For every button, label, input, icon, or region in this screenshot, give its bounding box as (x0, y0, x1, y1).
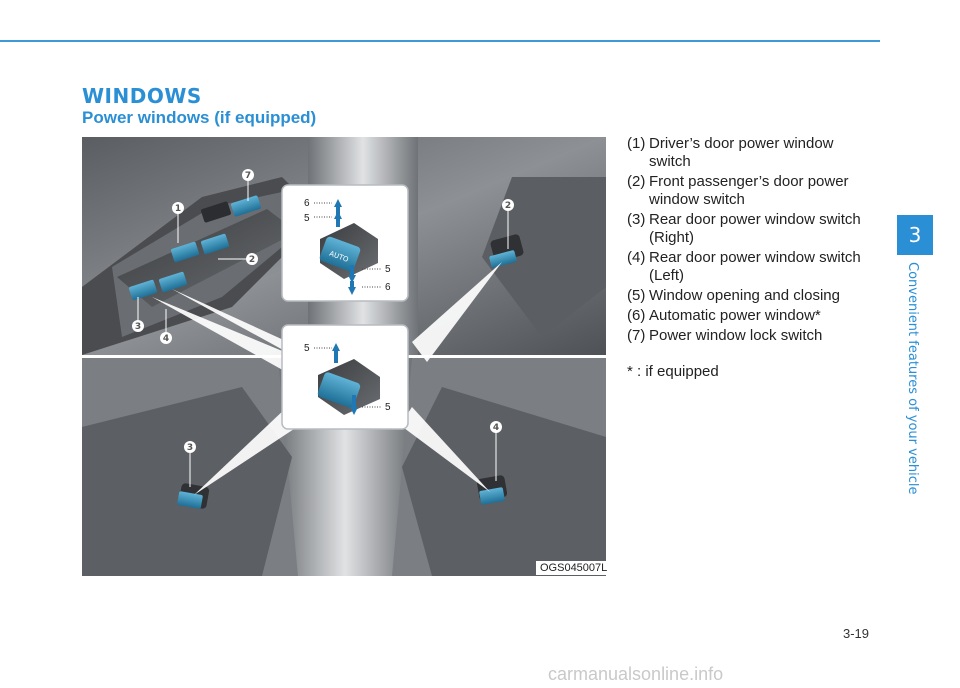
legend-item: (4)Rear door power window switch (Left) (627, 249, 877, 285)
legend-item: (3)Rear door power window switch (Right) (627, 211, 877, 247)
footnote: * : if equipped (627, 363, 719, 380)
zoom-label-6-top: 6 (304, 198, 310, 209)
legend-number: (1) (627, 135, 646, 152)
callout-2-driver: 2 (249, 255, 255, 265)
callout-2-passenger: 2 (505, 201, 511, 211)
callout-3-rear: 3 (187, 443, 193, 453)
zoom-label-5-bottom: 5 (385, 264, 391, 275)
zoom-bottom-label-5-top: 5 (304, 343, 310, 354)
legend-number: (5) (627, 287, 646, 304)
chapter-tab: 3 (897, 215, 933, 255)
top-rule (0, 40, 880, 42)
legend-number: (6) (627, 307, 646, 324)
figure-code: OGS045007L (536, 561, 612, 575)
legend-item: (5)Window opening and closing (627, 287, 877, 305)
legend-item: (7)Power window lock switch (627, 327, 877, 345)
legend-number: (3) (627, 211, 646, 228)
legend-text: Rear door power window switch (Left) (649, 249, 861, 284)
zoom-bottom-label-5-bottom: 5 (385, 402, 391, 413)
legend-number: (2) (627, 173, 646, 190)
zoom-label-6-bottom: 6 (385, 282, 391, 293)
callout-3-driver: 3 (135, 322, 141, 332)
callout-4-driver: 4 (163, 334, 169, 344)
legend-item: (1)Driver’s door power window switch (627, 135, 877, 171)
legend-number: (7) (627, 327, 646, 344)
section-title: WINDOWS (82, 84, 202, 108)
door-switch-illustration: AUTO 6 5 5 6 5 5 (82, 137, 606, 576)
zoom-label-5-top: 5 (304, 213, 310, 224)
page-number: 3-19 (843, 626, 870, 641)
callout-4-rear: 4 (493, 423, 499, 433)
legend-text: Power window lock switch (649, 327, 823, 344)
callout-1: 1 (175, 204, 181, 214)
legend-text: Automatic power window* (649, 307, 821, 324)
legend-item: (2)Front passenger’s door power window s… (627, 173, 877, 209)
chapter-title: Convenient features of your vehicle (905, 262, 920, 495)
subsection-title: Power windows (if equipped) (82, 108, 317, 127)
legend-list: (1)Driver’s door power window switch (2)… (627, 135, 877, 347)
legend-text: Window opening and closing (649, 287, 840, 304)
legend-text: Driver’s door power window switch (649, 135, 834, 170)
legend-text: Rear door power window switch (Right) (649, 211, 861, 246)
legend-text: Front passenger’s door power window swit… (649, 173, 849, 208)
legend-item: (6)Automatic power window* (627, 307, 877, 325)
legend-number: (4) (627, 249, 646, 266)
chapter-title-vertical: Convenient features of your vehicle (904, 262, 928, 502)
power-window-figure: AUTO 6 5 5 6 5 5 (82, 137, 612, 576)
callout-7: 7 (245, 171, 251, 181)
watermark: carmanualsonline.info (548, 664, 724, 684)
